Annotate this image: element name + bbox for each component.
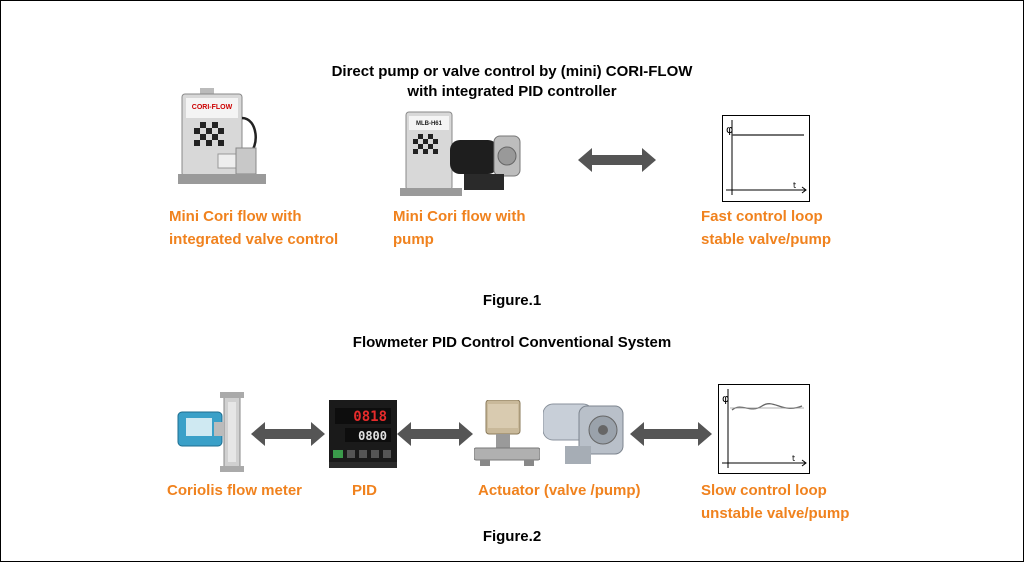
double-headed-arrow-icon bbox=[397, 421, 473, 447]
label-fast-loop-line2: stable valve/pump bbox=[701, 231, 832, 248]
svg-text:MLB-H61: MLB-H61 bbox=[416, 121, 443, 127]
coriolis-flow-meter-image bbox=[176, 392, 254, 472]
figure1-title-line2: with integrated PID controller bbox=[407, 83, 617, 100]
mini-cori-flow-pump-image: MLB-H61 bbox=[400, 108, 530, 198]
svg-text:0800: 0800 bbox=[358, 429, 387, 443]
label-mini-cori-pump-line2: pump bbox=[393, 231, 434, 248]
figure1-caption: Figure.1 bbox=[482, 292, 542, 309]
figure1-title-line1: Direct pump or valve control by (mini) C… bbox=[331, 63, 693, 80]
actuator-pump-image bbox=[543, 400, 631, 470]
label-mini-cori-pump-line1: Mini Cori flow with bbox=[393, 208, 526, 225]
svg-text:φ: φ bbox=[722, 392, 729, 405]
oscillating-response-graph-icon: φ t bbox=[718, 384, 810, 474]
svg-text:t: t bbox=[793, 181, 796, 190]
svg-text:t: t bbox=[792, 454, 795, 463]
double-headed-arrow-icon bbox=[630, 421, 712, 447]
label-pid: PID bbox=[352, 482, 378, 499]
svg-text:0818: 0818 bbox=[353, 409, 387, 425]
double-headed-arrow-icon bbox=[578, 147, 656, 173]
label-coriolis: Coriolis flow meter bbox=[167, 482, 303, 499]
svg-text:φ: φ bbox=[726, 123, 733, 136]
mini-cori-flow-valve-image: CORI-FLOW bbox=[178, 88, 266, 188]
label-slow-loop-line1: Slow control loop bbox=[701, 482, 827, 499]
label-slow-loop-line2: unstable valve/pump bbox=[701, 505, 850, 522]
label-actuator: Actuator (valve /pump) bbox=[478, 482, 641, 499]
stable-response-graph-icon: φ t bbox=[722, 115, 810, 202]
label-mini-cori-valve-line1: Mini Cori flow with bbox=[169, 208, 302, 225]
pid-controller-image: 0818 0800 bbox=[329, 400, 397, 468]
figure2-title: Flowmeter PID Control Conventional Syste… bbox=[352, 334, 672, 351]
label-mini-cori-valve-line2: integrated valve control bbox=[169, 231, 339, 248]
figure2-caption: Figure.2 bbox=[482, 528, 542, 545]
label-fast-loop-line1: Fast control loop bbox=[701, 208, 823, 225]
double-headed-arrow-icon bbox=[251, 421, 325, 447]
svg-text:CORI-FLOW: CORI-FLOW bbox=[192, 104, 233, 111]
actuator-valve-image bbox=[474, 400, 540, 468]
